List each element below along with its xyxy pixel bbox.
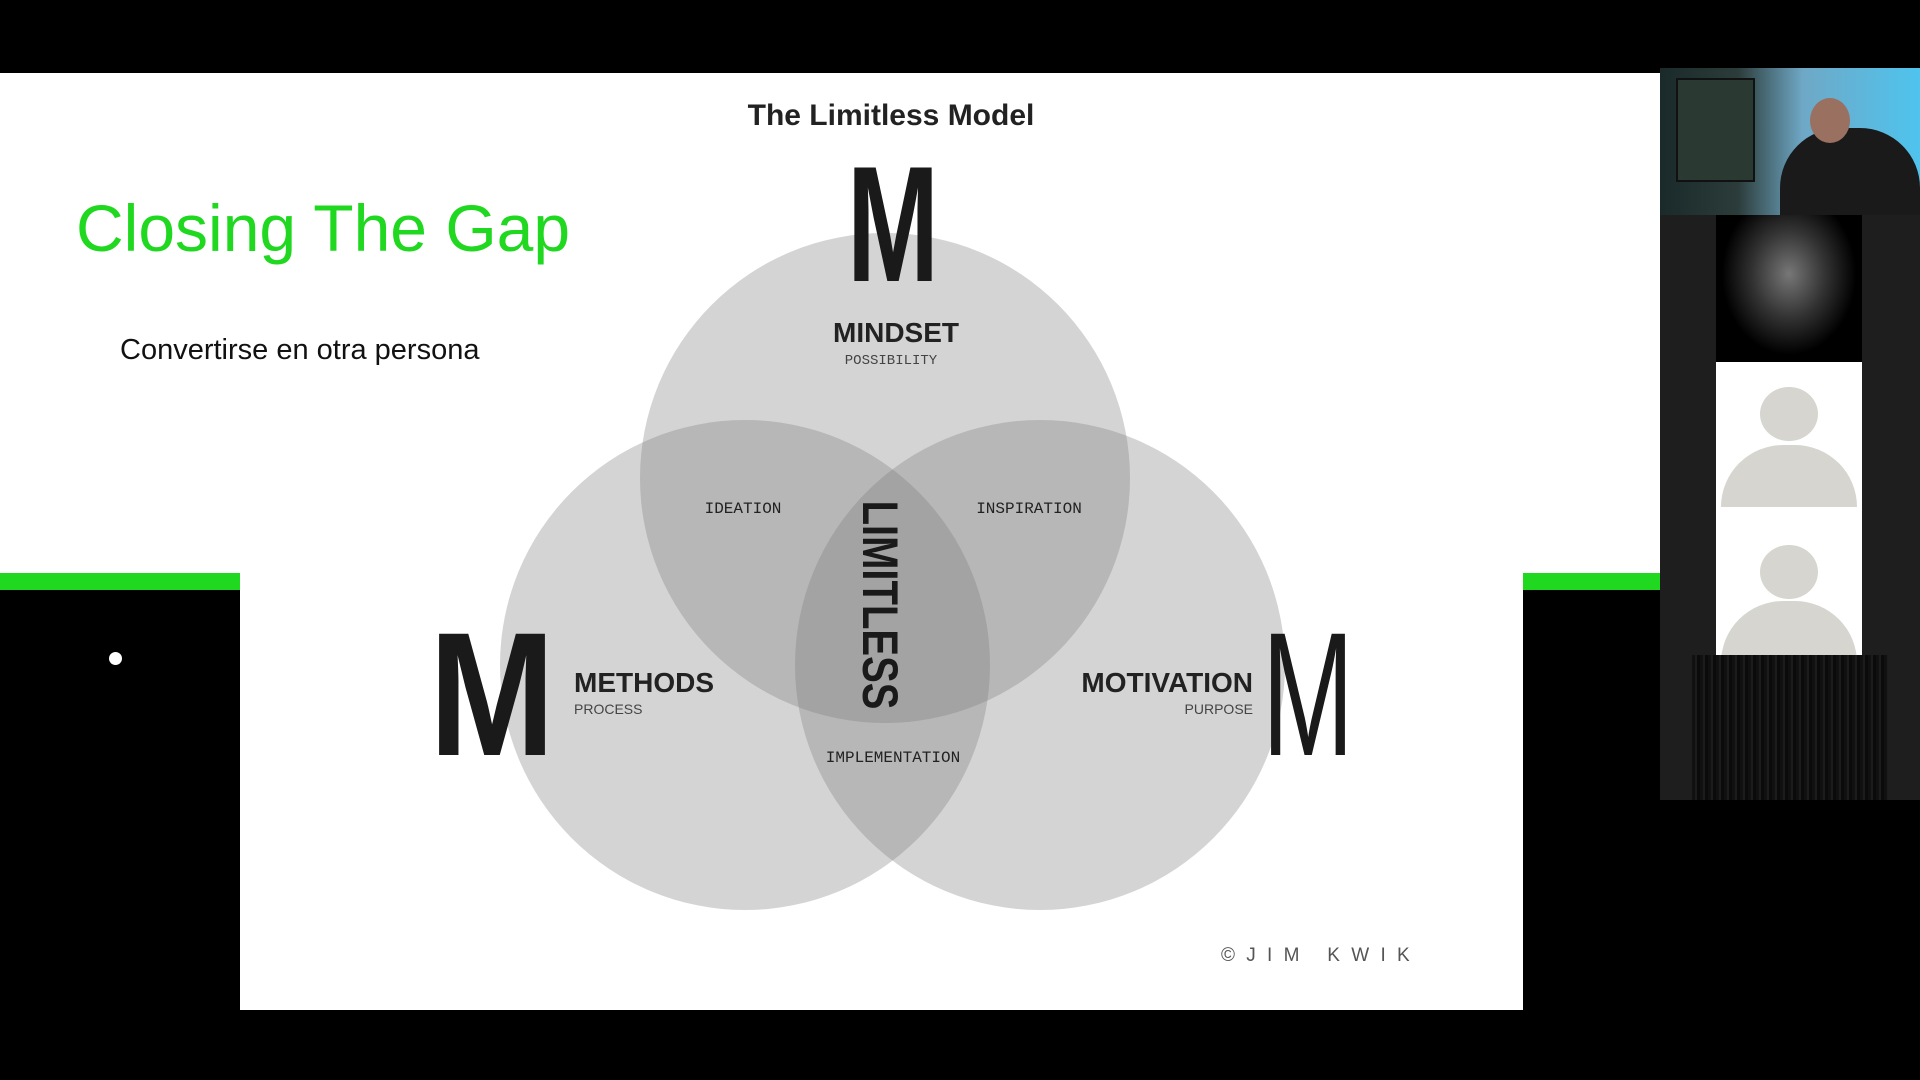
participant-dark-video[interactable]: [1692, 655, 1888, 800]
participant-video-speaker[interactable]: [1660, 68, 1920, 215]
person-head: [1810, 98, 1850, 143]
methods-sublabel: PROCESS: [574, 701, 642, 717]
motivation-letter: M: [1262, 597, 1354, 794]
participant-bear-image[interactable]: [1716, 215, 1862, 362]
methods-circle: [500, 420, 990, 910]
monitor-screens: [1676, 78, 1755, 182]
methods-label: METHODS: [574, 667, 714, 698]
implementation-label: IMPLEMENTATION: [826, 749, 960, 767]
motivation-circle: [795, 420, 1285, 910]
participant-default-avatar[interactable]: [1716, 362, 1862, 513]
ideation-label: IDEATION: [705, 500, 782, 518]
mindset-label: MINDSET: [833, 317, 959, 348]
diagram-title: The Limitless Model: [748, 99, 1035, 132]
mindset-letter: M: [847, 132, 939, 316]
diagram-image: [240, 73, 1523, 1010]
motivation-label: MOTIVATION: [1081, 667, 1253, 698]
bullet-dot: [109, 652, 122, 665]
participant-default-avatar[interactable]: [1716, 513, 1862, 655]
motivation-sublabel: PURPOSE: [1185, 701, 1253, 717]
green-divider-right: [1523, 573, 1660, 590]
slide-subheading: Convertirse en otra persona: [120, 334, 480, 366]
inspiration-label: INSPIRATION: [976, 500, 1082, 518]
avatar-head-icon: [1760, 387, 1818, 441]
limitless-center-label: LIMITLESS: [852, 501, 908, 710]
avatar-body-icon: [1721, 445, 1857, 507]
limitless-venn-diagram: The Limitless Model M MINDSET POSSIBILIT…: [429, 99, 1413, 966]
mindset-sublabel: POSSIBILITY: [845, 353, 938, 369]
slide-heading: Closing The Gap: [76, 191, 571, 265]
green-divider-left: [0, 573, 240, 590]
methods-letter: M: [429, 595, 555, 792]
mindset-circle: [640, 233, 1130, 723]
copyright-credit: © J I M K W I K: [1221, 945, 1413, 966]
person-silhouette: [1780, 128, 1920, 215]
avatar-body-icon: [1721, 601, 1857, 655]
avatar-head-icon: [1760, 545, 1818, 599]
